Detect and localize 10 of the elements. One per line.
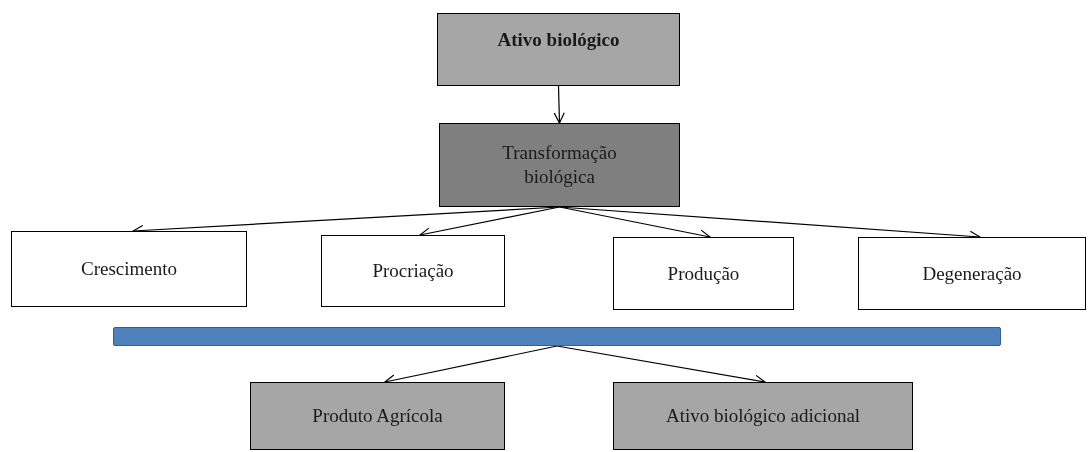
arrow: [553, 85, 565, 124]
process-box: Transformação biológica: [439, 123, 680, 207]
process-box: Produção: [613, 237, 794, 310]
divider-bar: [113, 327, 1001, 346]
process-box: Ativo biológico: [437, 13, 680, 86]
process-box: Procriação: [321, 235, 505, 307]
process-box: Crescimento: [11, 231, 247, 307]
process-box: Ativo biológico adicional: [613, 382, 913, 450]
process-box: Degeneração: [858, 237, 1086, 310]
process-box: Produto Agrícola: [250, 382, 505, 450]
